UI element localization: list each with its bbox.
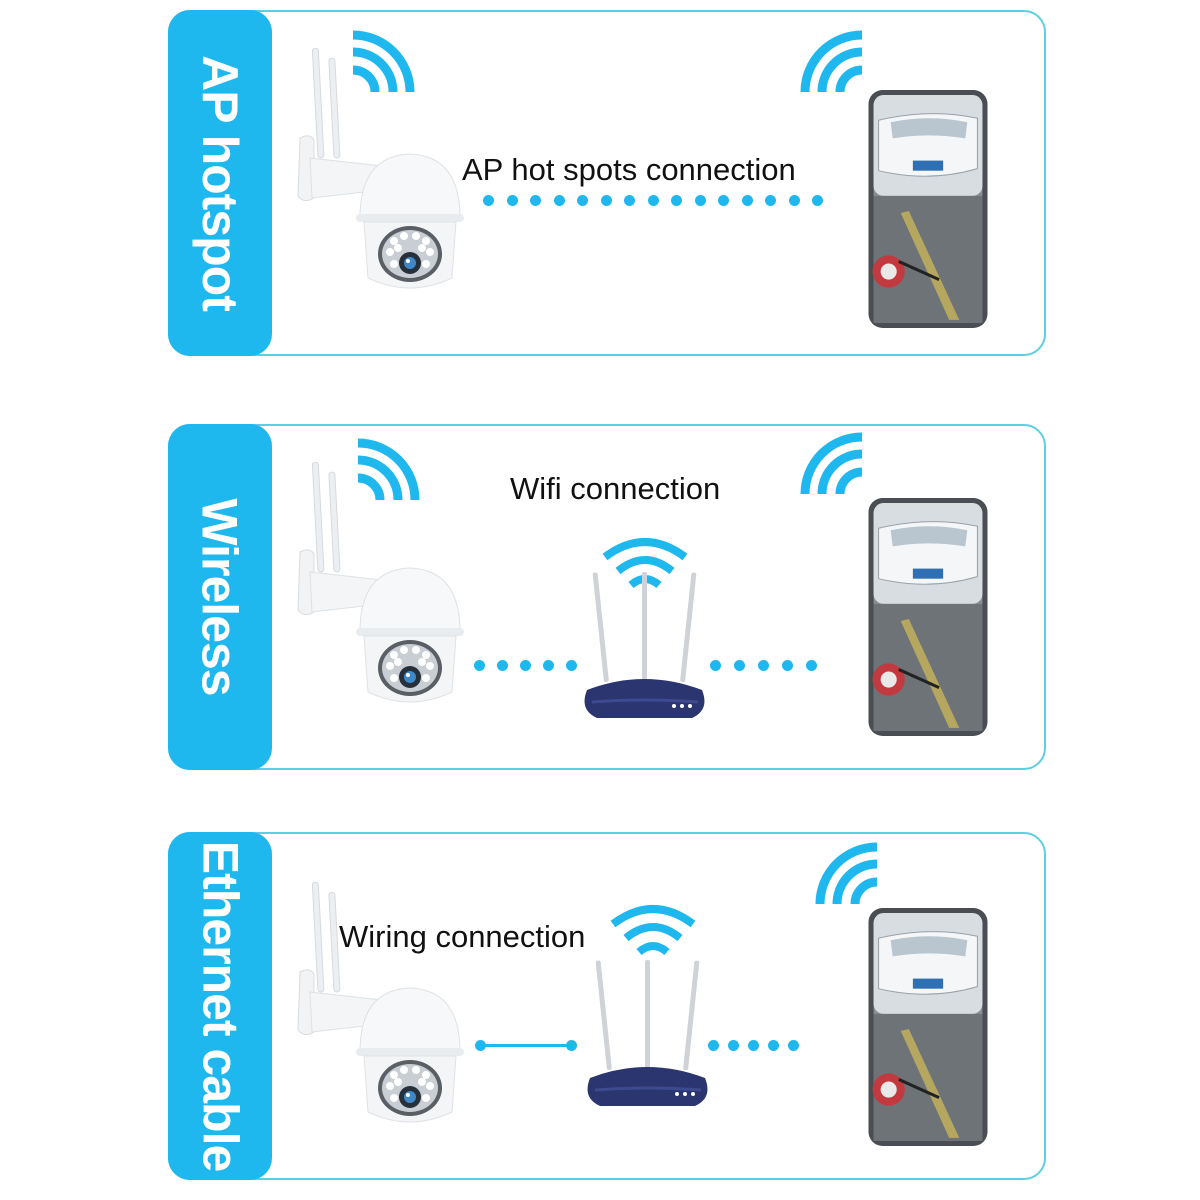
panel-tag-pill: AP hotspot: [168, 10, 272, 356]
panel-tag-pill: Wireless: [168, 424, 272, 770]
wireless-link-dots: [474, 660, 577, 671]
wireless-link-dots: [710, 660, 817, 671]
panel-tag: Ethernet cable: [192, 840, 248, 1172]
router-icon: [586, 960, 709, 1108]
wifi-signal-icon: [800, 432, 863, 495]
wifi-signal-icon: [352, 30, 415, 93]
connection-label: Wiring connection: [339, 919, 586, 954]
phone-icon: [868, 498, 988, 736]
wifi-signal-icon: [815, 842, 878, 905]
phone-icon: [868, 908, 988, 1146]
wireless-link-dots: [708, 1040, 799, 1051]
router-icon: [583, 572, 706, 720]
router-wifi-icon: [610, 905, 696, 956]
wifi-signal-icon: [800, 30, 863, 93]
connection-label: Wifi connection: [510, 471, 721, 506]
connection-label: AP hot spots connection: [462, 152, 796, 187]
panel-tag: AP hotspot: [192, 55, 249, 311]
panel-tag: Wireless: [192, 498, 249, 696]
phone-icon: [868, 90, 988, 328]
wireless-link-dots: [483, 195, 823, 206]
panel-tag-pill: Ethernet cable: [168, 832, 272, 1180]
ethernet-cable-line: [475, 1040, 577, 1051]
wifi-signal-icon: [357, 438, 420, 501]
